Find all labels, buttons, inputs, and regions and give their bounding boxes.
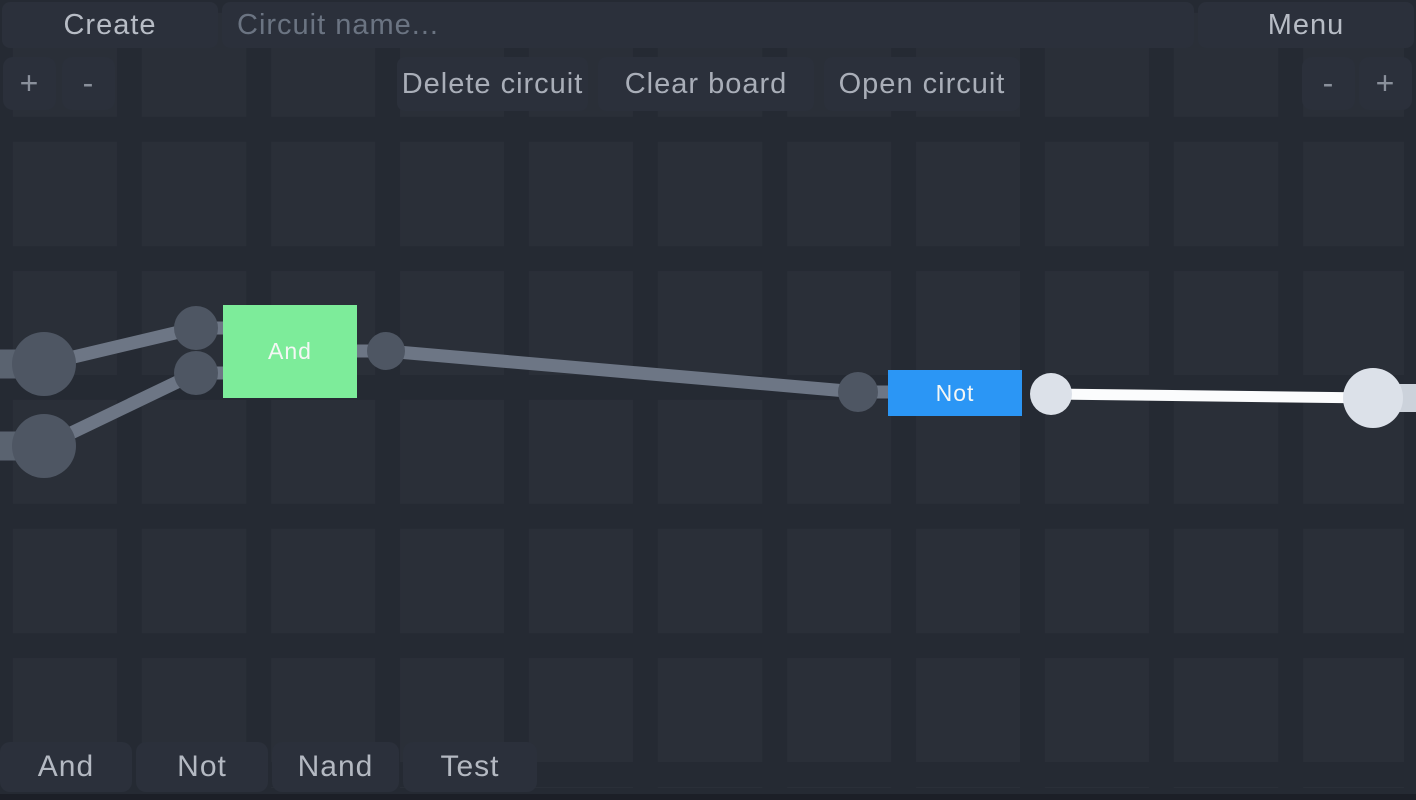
gate-not-label: Not (935, 379, 975, 406)
gate-and[interactable]: And (223, 305, 357, 398)
node-not-input[interactable] (838, 372, 878, 412)
node-and-input-2[interactable] (174, 351, 218, 395)
clear-board-button[interactable]: Clear board (598, 57, 814, 111)
node-and-input-1[interactable] (174, 306, 218, 350)
wire-and-to-not[interactable] (385, 344, 859, 399)
node-and-output[interactable] (367, 332, 405, 370)
node-board-output[interactable] (1343, 368, 1403, 428)
palette-item-nand[interactable]: Nand (272, 742, 399, 792)
zoom-out-button-left[interactable]: - (62, 57, 115, 110)
palette-item-test[interactable]: Test (403, 742, 537, 792)
gate-not[interactable]: Not (888, 370, 1022, 416)
node-board-input-1[interactable] (12, 332, 76, 396)
bottom-strip (0, 794, 1416, 800)
palette-item-not[interactable]: Not (136, 742, 268, 792)
palette-item-and[interactable]: And (0, 742, 132, 792)
zoom-in-button-right[interactable]: + (1359, 57, 1412, 110)
wire-not-to-output[interactable] (1050, 388, 1374, 404)
delete-circuit-button[interactable]: Delete circuit (397, 57, 588, 111)
node-not-output[interactable] (1030, 373, 1072, 415)
gate-and-label: And (268, 338, 312, 364)
create-button[interactable]: Create (2, 2, 218, 48)
menu-button[interactable]: Menu (1198, 2, 1414, 48)
circuit-name-input[interactable] (222, 2, 1194, 48)
node-board-input-2[interactable] (12, 414, 76, 478)
zoom-out-button-right[interactable]: - (1302, 57, 1355, 110)
zoom-in-button-left[interactable]: + (3, 57, 56, 110)
open-circuit-button[interactable]: Open circuit (824, 57, 1020, 111)
